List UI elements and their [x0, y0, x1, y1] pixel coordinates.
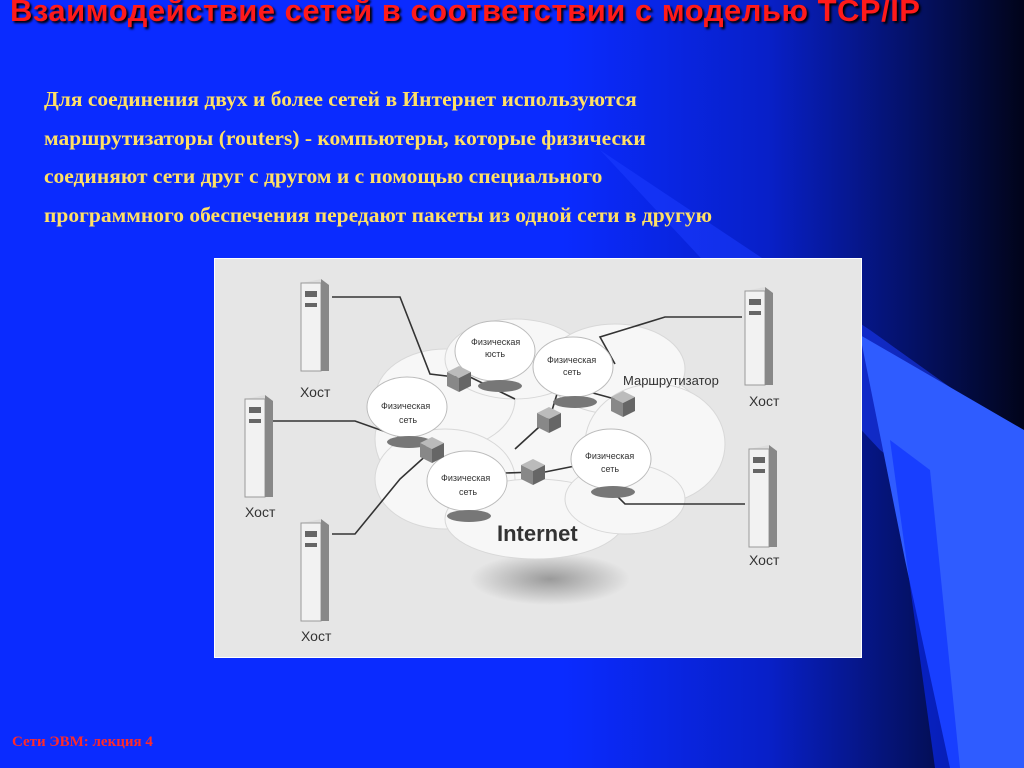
- host-icon: [748, 445, 777, 548]
- host-label: Хост: [245, 504, 276, 520]
- physical-network: Физическая сеть: [426, 450, 508, 522]
- host-label: Хост: [749, 393, 780, 409]
- physical-network: Физическая сеть: [532, 336, 614, 408]
- svg-text:сеть: сеть: [563, 367, 581, 377]
- body-line: маршрутизаторы (routers) - компьютеры, к…: [44, 125, 646, 150]
- host-icon: [744, 287, 773, 386]
- host-icon: [300, 279, 329, 372]
- router-icon: [420, 437, 444, 463]
- router-icon: [611, 391, 635, 417]
- router-icon: [537, 407, 561, 433]
- router-icon: [447, 366, 471, 392]
- svg-text:сеть: сеть: [459, 487, 477, 497]
- body-line: Для соединения двух и более сетей в Инте…: [44, 87, 637, 111]
- footer-text: Сети ЭВМ: лекция 4: [12, 734, 153, 750]
- body-line: программного обеспечения передают пакеты…: [44, 202, 713, 227]
- router-label: Маршрутизатор: [623, 373, 719, 388]
- host-label: Хост: [301, 628, 332, 644]
- host-icon: [300, 519, 329, 622]
- svg-text:сеть: сеть: [601, 464, 619, 474]
- body-line: соединяют сети друг с другом и с помощью…: [44, 164, 603, 188]
- physical-network: Физическая юсть: [454, 320, 536, 392]
- cloud-shadow: [470, 553, 630, 605]
- svg-text:Физическая: Физическая: [381, 401, 430, 411]
- svg-text:юсть: юсть: [485, 349, 505, 359]
- slide-title: Взаимодействие сетей в соответствии с мо…: [10, 0, 921, 28]
- host-icon: [244, 395, 273, 498]
- network-diagram: Internet Физическая: [214, 258, 862, 658]
- host-label: Хост: [749, 552, 780, 568]
- host-label: Хост: [300, 384, 331, 400]
- svg-text:сеть: сеть: [399, 415, 417, 425]
- internet-label: Internet: [497, 521, 578, 546]
- svg-text:Физическая: Физическая: [547, 355, 596, 365]
- router-icon: [521, 459, 545, 485]
- svg-text:Физическая: Физическая: [585, 451, 634, 461]
- svg-text:Физическая: Физическая: [471, 337, 520, 347]
- svg-text:Физическая: Физическая: [441, 473, 490, 483]
- body-paragraph: Для соединения двух и более сетей в Инте…: [44, 80, 994, 234]
- physical-network: Физическая сеть: [570, 428, 652, 498]
